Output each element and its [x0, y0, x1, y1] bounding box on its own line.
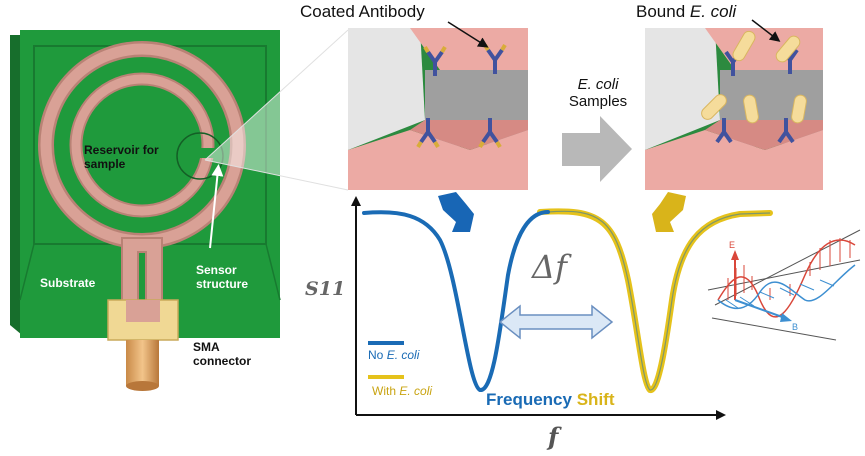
ecoli-pointer: [751, 19, 781, 42]
ecoli-bacterium: [743, 94, 759, 124]
bound-ecoli-italic: E. coli: [689, 2, 737, 21]
reservoir-label-line2: sample: [84, 157, 126, 171]
sma-connector: [107, 299, 179, 391]
sensor-structure-label: Sensor structure: [196, 263, 248, 291]
process-arrow: [562, 116, 632, 182]
bound-ecoli-label: Bound E. coli: [636, 2, 736, 22]
ecoli-bacterium: [701, 94, 727, 120]
legend-with-ecoli: With E. coli: [372, 384, 432, 398]
ecoli-bacterium: [791, 94, 807, 124]
sma-label-line1: SMA: [193, 340, 220, 354]
curve-no-ecoli: [362, 210, 550, 392]
sensor-structure-label-line2: structure: [196, 277, 249, 291]
reservoir: [176, 132, 224, 180]
ecoli-bacterium: [775, 35, 801, 63]
sensor-device: [10, 29, 349, 391]
samples-label: Samples: [568, 93, 628, 110]
frequency-shift-word2: Shift: [576, 390, 615, 409]
antibody: [478, 118, 502, 149]
antibody: [715, 118, 733, 144]
x-axis-label: f: [548, 422, 559, 451]
antibody: [777, 118, 795, 144]
e-field-label: E: [729, 240, 736, 250]
bound-ecoli-prefix: Bound: [636, 2, 690, 21]
legend-no-ecoli-prefix: No: [368, 348, 387, 362]
zoom-beam: [205, 30, 348, 190]
frequency-shift-label: Frequency Shift: [486, 390, 615, 410]
blue-callout-arrow: [438, 192, 474, 232]
bound-ecoli-panel: [645, 19, 823, 190]
b-vector: [734, 299, 786, 319]
y-axis-label: S11: [305, 278, 346, 300]
frequency-shift-word1: Frequency: [486, 390, 572, 409]
antibody-pointer: [447, 21, 489, 48]
delta-f-label: Δf: [532, 248, 567, 286]
sensor-structure-label-line1: Sensor: [196, 263, 237, 277]
antibody: [416, 118, 440, 149]
frequency-shift-double-arrow: [498, 304, 614, 340]
reservoir-label: Reservoir for sample: [84, 143, 159, 171]
antibody: [423, 45, 447, 76]
antibody: [483, 43, 507, 74]
b-field-label: B: [792, 322, 799, 332]
sensor-structure-pointer: [209, 164, 224, 249]
legend-with-ecoli-prefix: With: [372, 384, 400, 398]
samples-italic: E. coli: [577, 76, 619, 93]
e-field-wave: [717, 239, 856, 318]
b-field-wave: [717, 264, 856, 310]
legend-no-ecoli-italic: E. coli: [386, 348, 420, 362]
legend-no-ecoli: No E. coli: [368, 348, 419, 362]
s11-plot: [351, 192, 773, 420]
legend-with-ecoli-italic: E. coli: [399, 384, 433, 398]
reservoir-label-line1: Reservoir for: [84, 143, 159, 157]
sma-label-line2: connector: [193, 354, 252, 368]
substrate-label: Substrate: [40, 276, 96, 290]
ecoli-samples-label: E. coli Samples: [560, 76, 636, 110]
coated-antibody-label: Coated Antibody: [300, 2, 425, 21]
coated-antibody-panel: [348, 21, 528, 190]
sma-label: SMA connector: [193, 340, 251, 368]
yellow-callout-arrow: [652, 192, 686, 232]
em-wave-icon: [707, 229, 861, 341]
ecoli-bacterium: [732, 30, 756, 62]
